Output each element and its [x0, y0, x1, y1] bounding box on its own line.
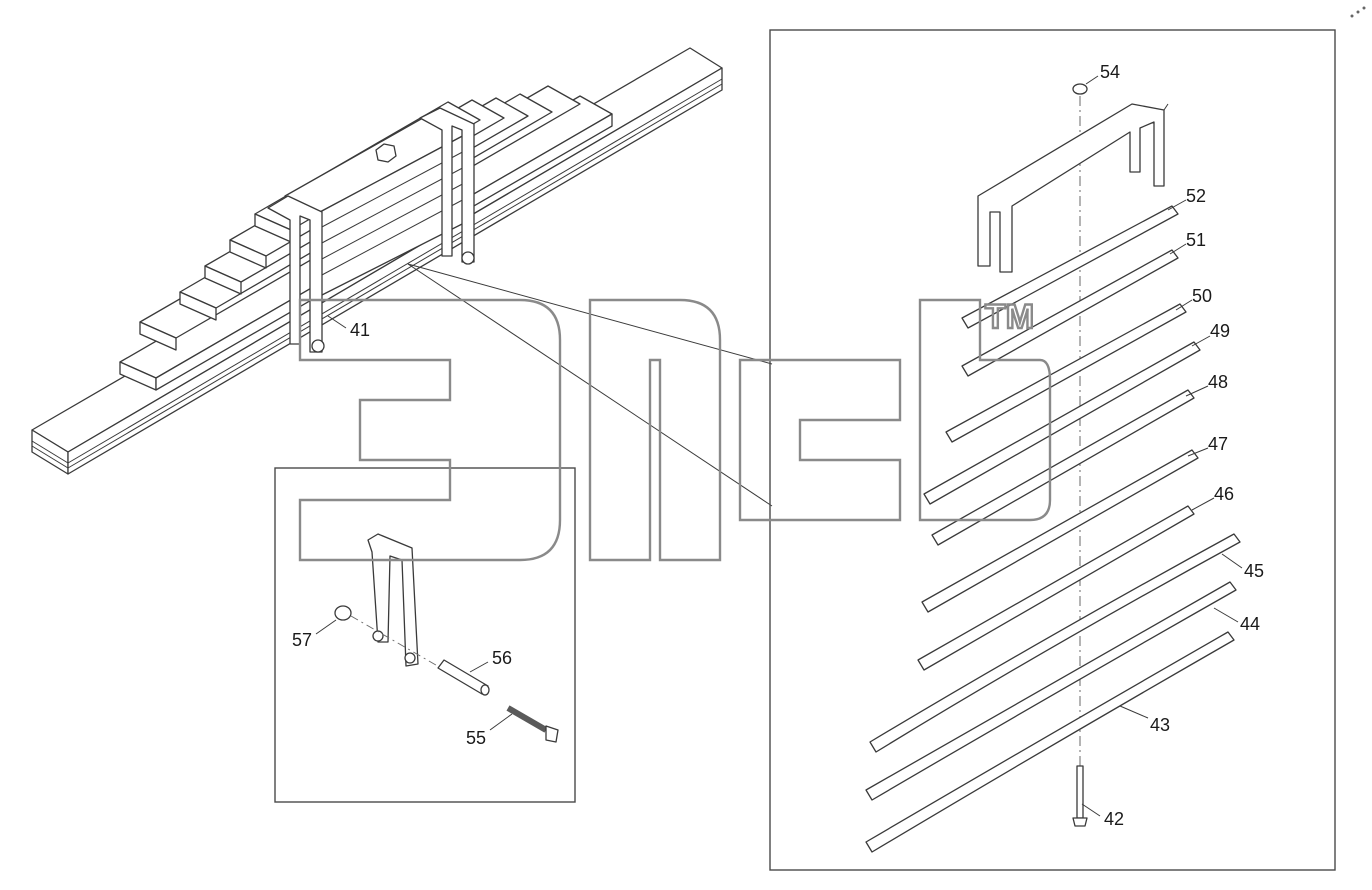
callout-47: 47 — [1208, 434, 1228, 454]
callout-48: 48 — [1208, 372, 1228, 392]
callouts: 41 42 43 44 45 46 47 48 49 50 51 52 54 5… — [292, 62, 1264, 829]
callout-46: 46 — [1214, 484, 1234, 504]
callout-43: 43 — [1150, 715, 1170, 735]
leaf-spring-assembly — [31, 47, 773, 507]
callout-42: 42 — [1104, 809, 1124, 829]
callout-55: 55 — [466, 728, 486, 748]
corner-mark — [1350, 6, 1366, 18]
callout-51: 51 — [1186, 230, 1206, 250]
spring-clip-right — [419, 107, 475, 265]
callout-45: 45 — [1244, 561, 1264, 581]
spring-clip-left — [267, 195, 325, 353]
callout-52: 52 — [1186, 186, 1206, 206]
watermark-trademark: TM — [985, 298, 1034, 336]
clip-detail-panel — [274, 467, 576, 803]
exploded-view-panel — [769, 29, 1336, 871]
callout-56: 56 — [492, 648, 512, 668]
callout-54: 54 — [1100, 62, 1120, 82]
callout-57: 57 — [292, 630, 312, 650]
callout-41: 41 — [350, 320, 370, 340]
callout-50: 50 — [1192, 286, 1212, 306]
watermark: TM — [298, 297, 1052, 562]
callout-49: 49 — [1210, 321, 1230, 341]
callout-44: 44 — [1240, 614, 1260, 634]
